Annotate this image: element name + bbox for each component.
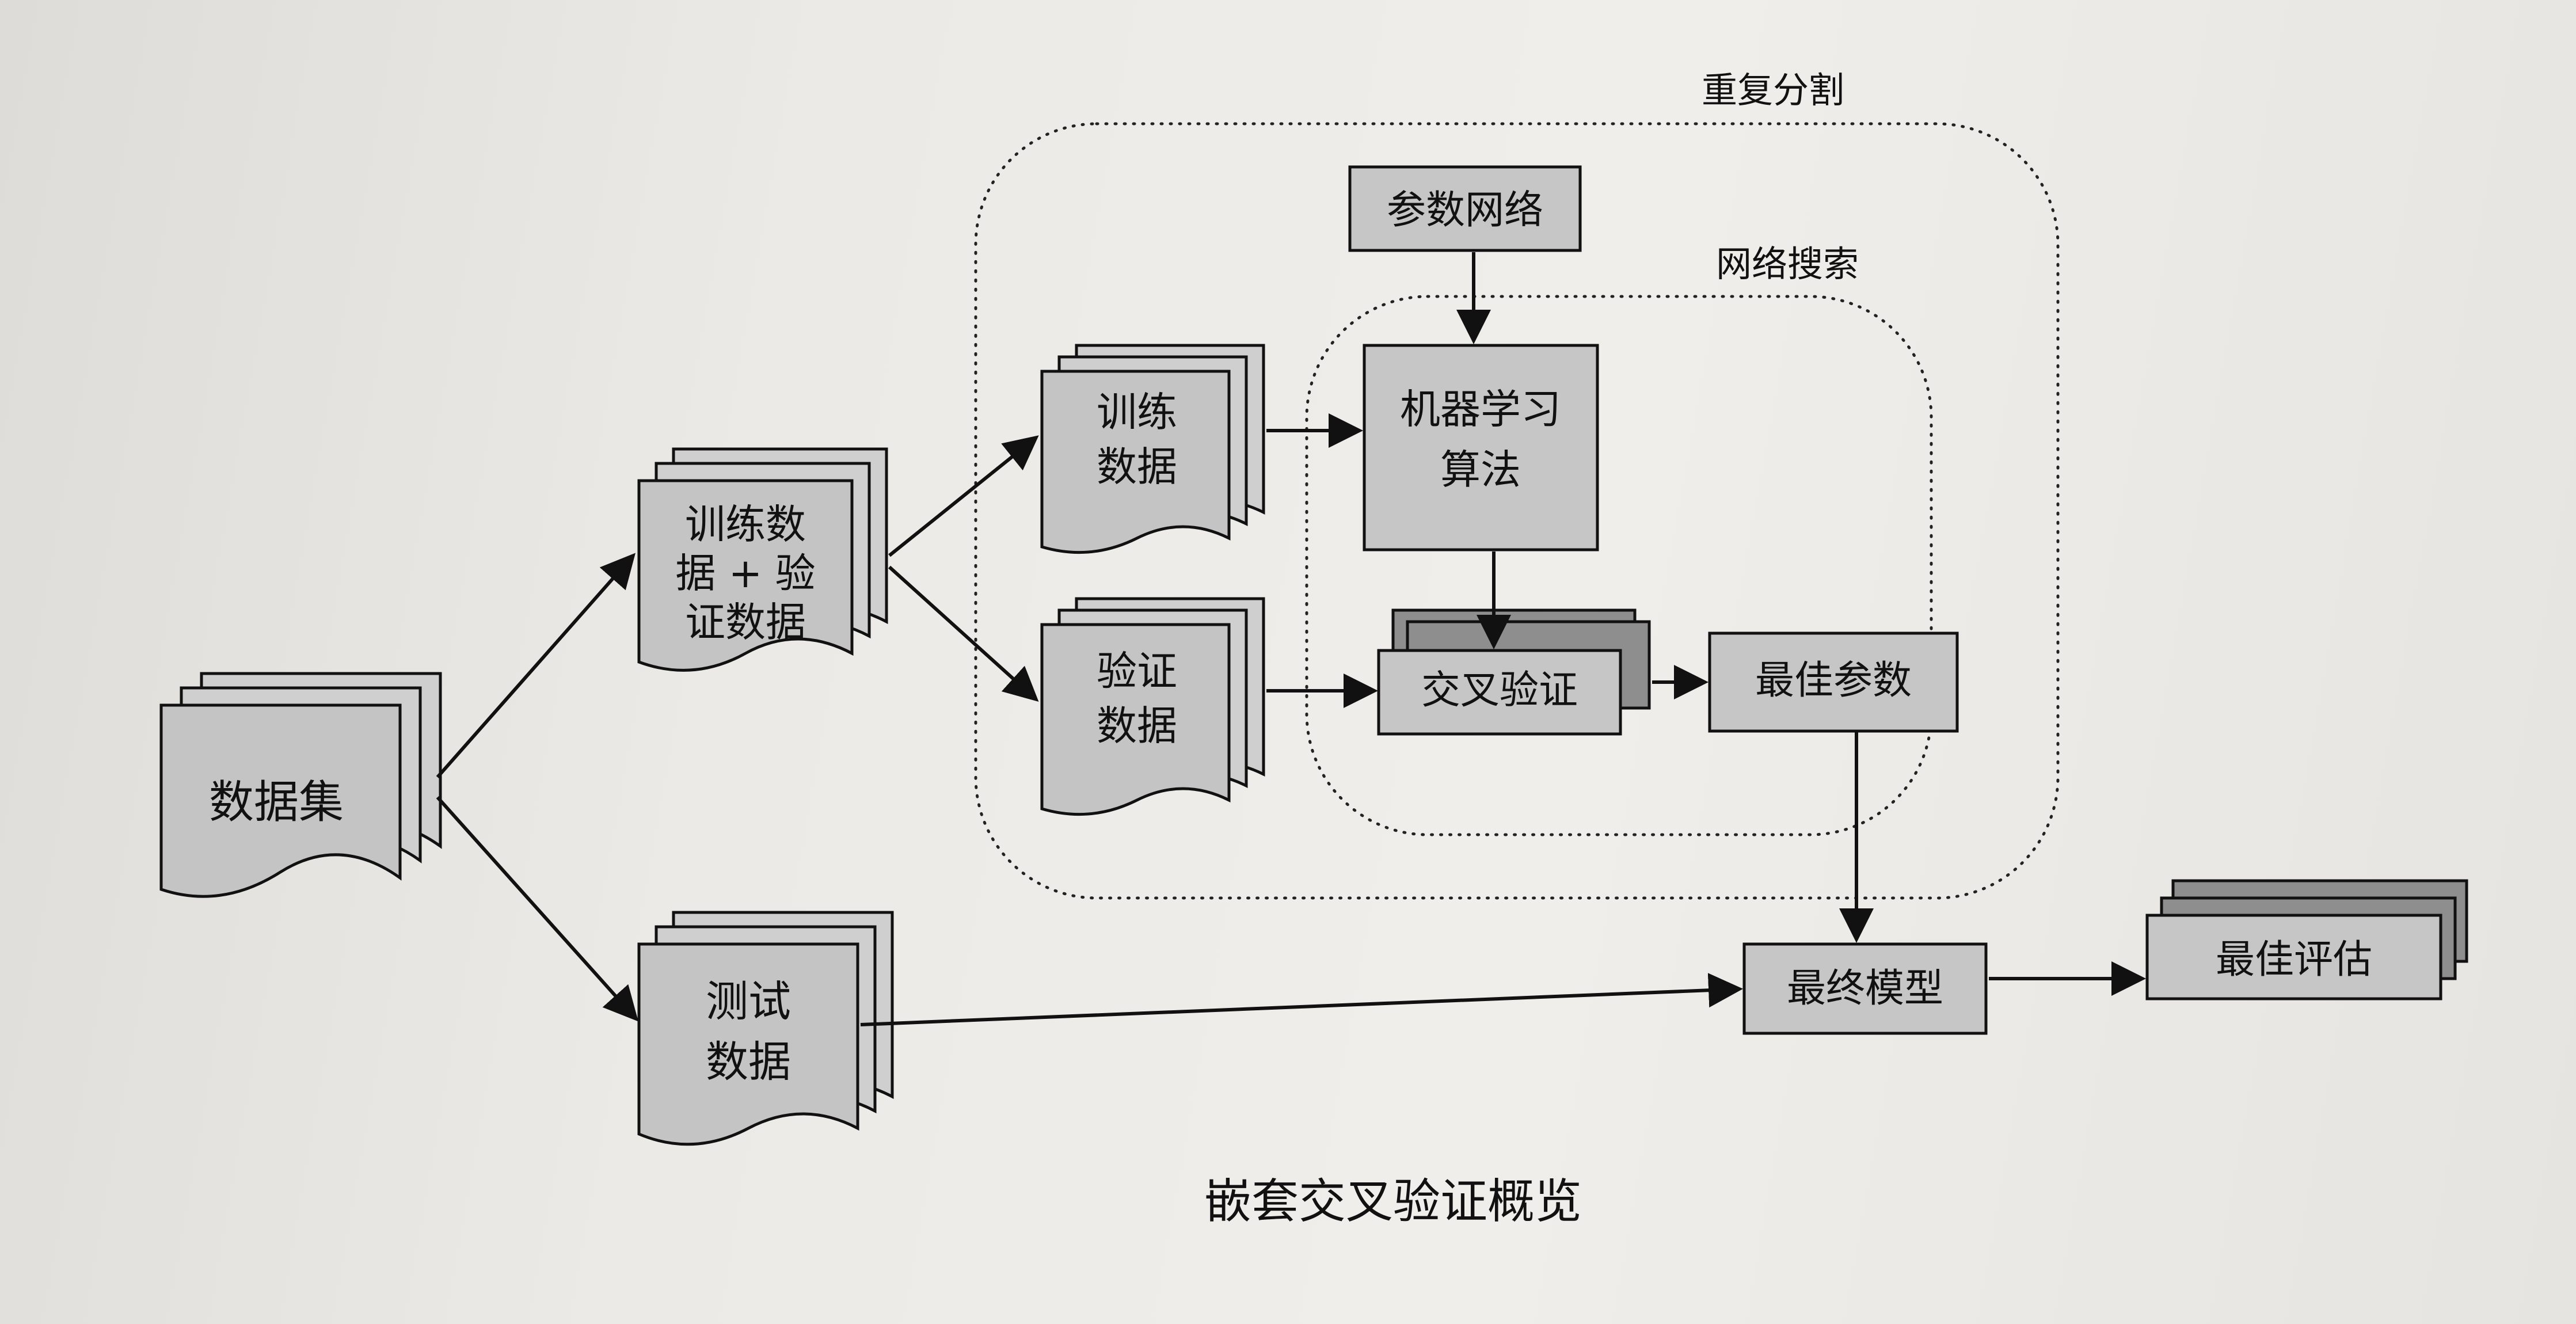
cross-validation-label: 交叉验证 <box>1421 668 1578 713</box>
training-data-label-line1: 训练 <box>1097 389 1177 436</box>
arrows <box>436 252 2146 1026</box>
repeat-split-label: 重复分割 <box>1702 69 1844 111</box>
train-val-label-line3: 证数据 <box>685 599 806 646</box>
training-data-node: 训练 数据 <box>1040 344 1265 554</box>
param-grid-node: 参数网络 <box>1348 165 1582 252</box>
arrow-test-to-finalmodel <box>860 973 1743 1026</box>
best-params-node: 最佳参数 <box>1708 631 1959 733</box>
validation-data-label-line1: 验证 <box>1097 648 1177 695</box>
arrow-dataset-to-test <box>436 796 639 1022</box>
test-data-label-line1: 测试 <box>706 977 791 1026</box>
grid-search-label: 网络搜索 <box>1716 243 1859 285</box>
dataset-label: 数据集 <box>209 777 344 828</box>
param-grid-label: 参数网络 <box>1387 188 1543 233</box>
repeat-split-region <box>974 122 2060 900</box>
cross-validation-node: 交叉验证 <box>1377 608 1651 736</box>
best-params-label: 最佳参数 <box>1755 658 1912 703</box>
train-val-label-line2: 据 + 验 <box>675 550 815 597</box>
training-data-label-line2: 数据 <box>1097 443 1177 490</box>
train-val-label-line1: 训练数 <box>685 501 806 548</box>
test-data-node: 测试 数据 <box>637 911 894 1146</box>
final-model-node: 最终模型 <box>1742 942 1988 1035</box>
test-data-label-line2: 数据 <box>706 1037 791 1087</box>
train-val-data-node: 训练数 据 + 验 证数据 <box>637 447 888 672</box>
ml-algorithm-label-line2: 算法 <box>1440 446 1521 493</box>
arrow-dataset-to-trainval <box>436 553 636 778</box>
best-eval-label: 最佳评估 <box>2216 937 2372 983</box>
arrow-trainval-to-training <box>888 435 1039 557</box>
validation-data-node: 验证 数据 <box>1040 597 1265 816</box>
figure-caption: 嵌套交叉验证概览 <box>1204 1174 1582 1229</box>
grid-search-region <box>1305 295 1933 836</box>
final-model-label: 最终模型 <box>1787 966 1943 1011</box>
ml-algorithm-node: 机器学习 算法 <box>1363 344 1599 551</box>
arrow-trainval-to-validation <box>888 565 1039 702</box>
dataset-node: 数据集 <box>159 672 442 898</box>
best-eval-node: 最佳评估 <box>2145 879 2468 1000</box>
validation-data-label-line2: 数据 <box>1097 702 1177 749</box>
ml-algorithm-label-line1: 机器学习 <box>1400 386 1561 433</box>
